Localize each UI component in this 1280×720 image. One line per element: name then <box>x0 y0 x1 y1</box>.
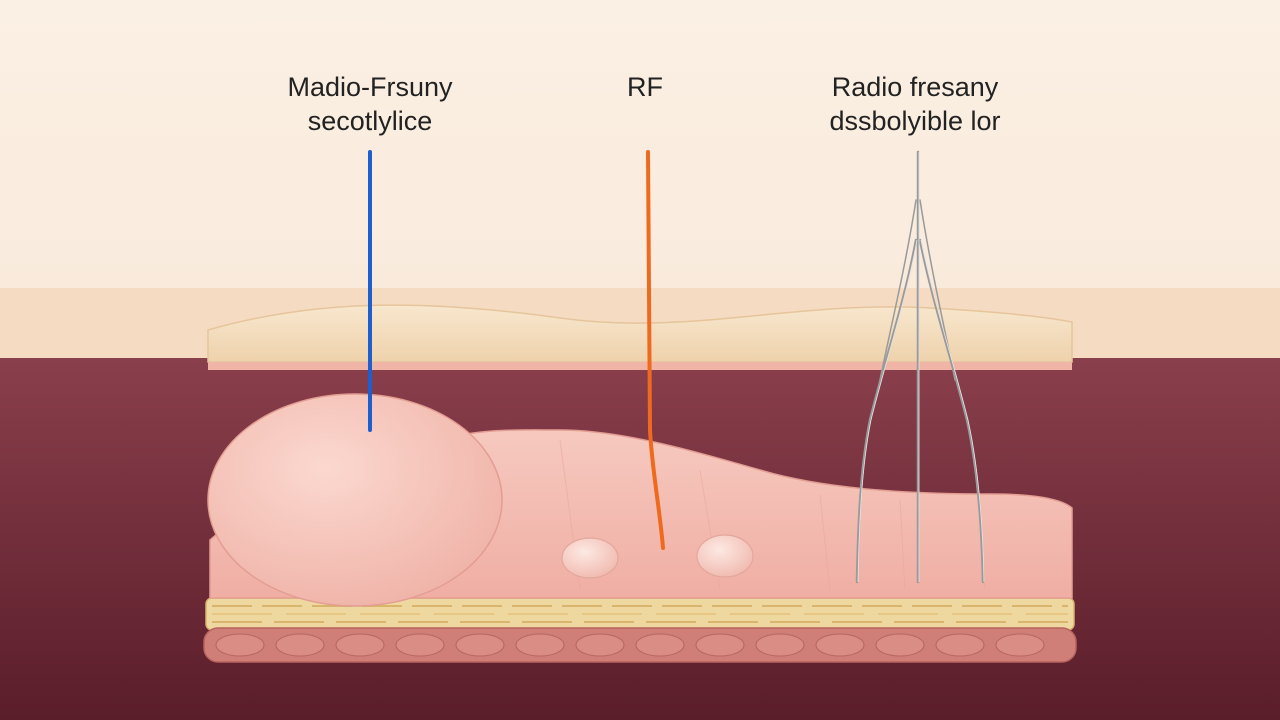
cell <box>335 633 385 657</box>
label-middle-line1: RF <box>627 72 663 102</box>
wire-array <box>855 150 985 584</box>
label-right: Radio fresany dssbolyible lor <box>800 70 1030 138</box>
fiber <box>819 494 831 591</box>
label-right-line2: dssbolyible lor <box>829 106 1001 136</box>
nodule <box>561 537 619 579</box>
cell <box>455 633 505 657</box>
cell <box>875 633 925 657</box>
wire-inner-right <box>919 199 956 381</box>
cell <box>635 633 685 657</box>
cell <box>215 633 265 657</box>
label-left-line1: Madio-Frsuny <box>287 72 453 102</box>
cell <box>275 633 325 657</box>
cell <box>995 633 1045 657</box>
cell <box>695 633 745 657</box>
label-left-line2: secotlylice <box>307 106 433 136</box>
orange-probe <box>646 150 665 550</box>
cell <box>755 633 805 657</box>
wire-highlights <box>857 152 985 583</box>
label-left: Madio-Frsuny secotlylice <box>270 70 470 138</box>
fiber <box>899 499 906 591</box>
wire-highlight <box>857 239 918 583</box>
label-right-line1: Radio fresany <box>831 72 999 102</box>
cell <box>395 633 445 657</box>
wire-highlight <box>920 239 985 583</box>
wire-left <box>855 238 918 584</box>
wire-right <box>918 238 985 584</box>
label-middle: RF <box>600 70 690 104</box>
cell-row <box>215 633 1045 657</box>
wire-inner-left <box>879 199 917 381</box>
cell <box>935 633 985 657</box>
skin-underline <box>208 362 1072 370</box>
tissue-lump <box>207 393 503 607</box>
cell <box>515 633 565 657</box>
nodule <box>696 534 754 578</box>
cell <box>575 633 625 657</box>
cell <box>815 633 865 657</box>
